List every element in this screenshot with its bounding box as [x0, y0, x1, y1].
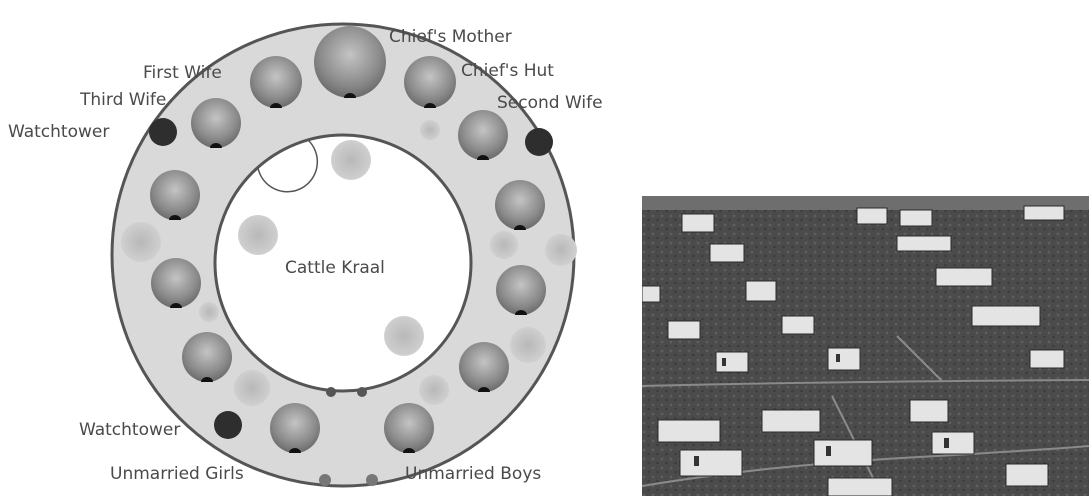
granary: [121, 222, 161, 262]
granary: [545, 234, 577, 266]
label-chiefs-mother: Chief's Mother: [389, 27, 512, 47]
label-first-wife: First Wife: [143, 63, 222, 83]
granary: [199, 302, 219, 322]
gate-marker: [319, 474, 331, 486]
hut: [459, 342, 509, 392]
granary: [420, 120, 440, 140]
label-chiefs-hut: Chief's Hut: [461, 61, 554, 81]
hut: [182, 332, 232, 382]
settlement-photo: [642, 196, 1089, 496]
watchtower-top-left: [149, 118, 177, 146]
hut: [384, 403, 434, 453]
granary: [490, 231, 518, 259]
gate-marker: [357, 387, 367, 397]
granary: [234, 370, 270, 406]
label-watchtower-top: Watchtower: [8, 122, 109, 142]
label-cattle-kraal: Cattle Kraal: [285, 258, 385, 278]
label-third-wife: Third Wife: [80, 90, 166, 110]
gate-marker: [326, 387, 336, 397]
gate-marker: [366, 474, 378, 486]
chiefs-hut: [404, 56, 456, 108]
hut: [151, 258, 201, 308]
granary: [419, 375, 449, 405]
label-watchtower-bottom: Watchtower: [79, 420, 180, 440]
hut: [270, 403, 320, 453]
label-unmarried-girls: Unmarried Girls: [110, 464, 244, 484]
granary: [510, 327, 546, 363]
hut: [495, 180, 545, 230]
granary: [384, 316, 424, 356]
label-unmarried-boys: Unmarried Boys: [405, 464, 541, 484]
second-wife-hut: [458, 110, 508, 160]
hut: [496, 265, 546, 315]
watchtower-top-right: [525, 128, 553, 156]
granary: [331, 140, 371, 180]
hut: [150, 170, 200, 220]
watchtower-bottom-left: [214, 411, 242, 439]
first-wife-hut: [250, 56, 302, 108]
chiefs-mother-hut: [314, 26, 386, 98]
third-wife-hut: [191, 98, 241, 148]
granary: [238, 215, 278, 255]
label-second-wife: Second Wife: [497, 93, 603, 113]
